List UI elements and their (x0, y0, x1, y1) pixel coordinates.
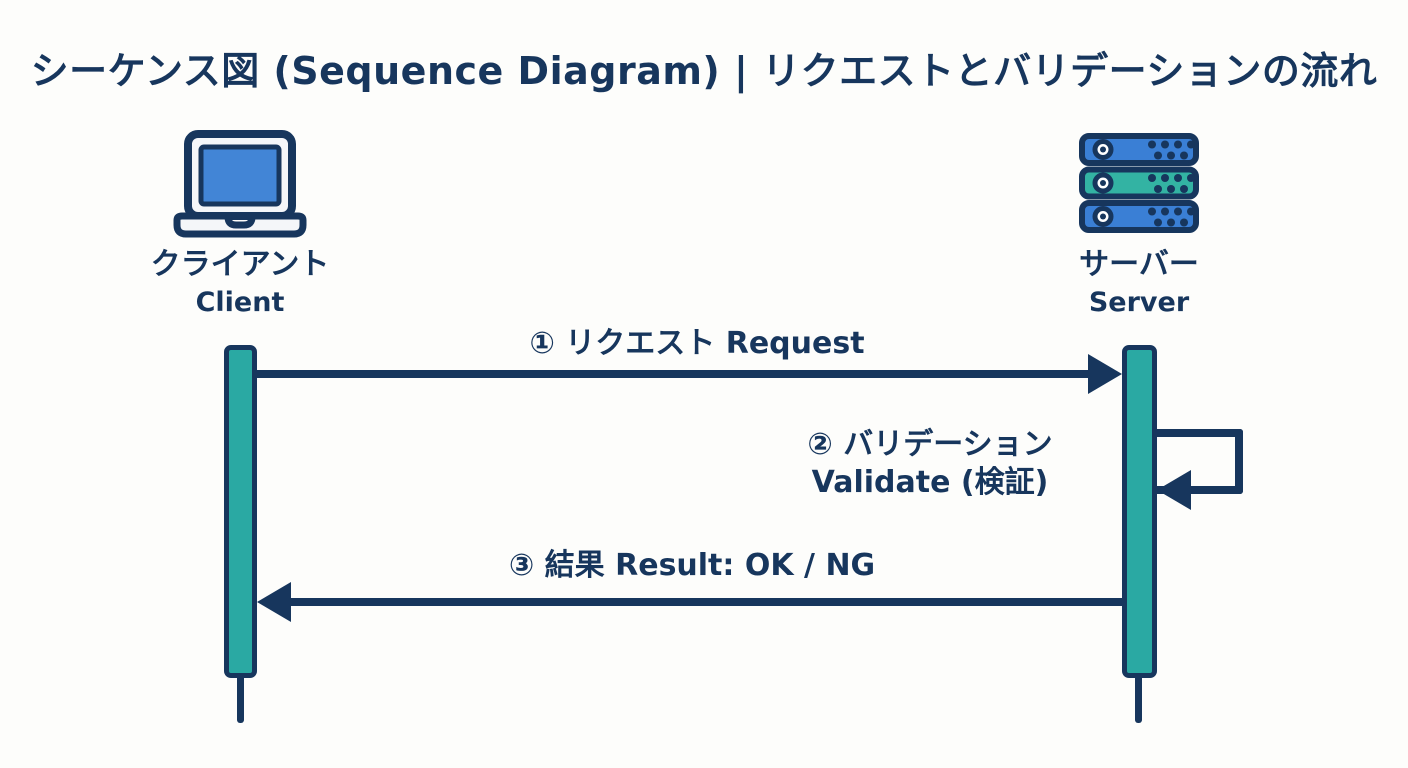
message-result-arrowhead-icon (257, 582, 291, 622)
message-validate-arrowhead-icon (1157, 470, 1191, 510)
message-request-label: ① リクエスト Request (529, 326, 865, 361)
message-validate-self-loop (1157, 429, 1243, 494)
message-validate-label-en: Validate (検証) (811, 465, 1049, 500)
client-actor (170, 128, 310, 238)
server-actor (1078, 132, 1200, 234)
client-label-en: Client (195, 287, 285, 318)
client-activation-bar (224, 345, 257, 678)
message-request-arrowhead-icon (1088, 354, 1122, 394)
message-result-line (289, 598, 1122, 606)
server-label-en: Server (1088, 287, 1190, 318)
message-validate-label-jp: ② バリデーション (807, 427, 1053, 462)
server-lifeline-tail (1135, 676, 1142, 723)
diagram-title: シーケンス図 (Sequence Diagram) | リクエストとバリデーショ… (30, 49, 1378, 93)
client-label-jp: クライアント (150, 247, 330, 282)
server-activation-bar (1122, 345, 1157, 678)
laptop-icon (173, 130, 307, 238)
client-lifeline-tail (237, 676, 244, 723)
server-icon (1079, 133, 1199, 233)
message-request-line (257, 370, 1090, 378)
server-label-jp: サーバー (1079, 247, 1199, 282)
message-result-label: ③ 結果 Result: OK / NG (508, 548, 876, 583)
